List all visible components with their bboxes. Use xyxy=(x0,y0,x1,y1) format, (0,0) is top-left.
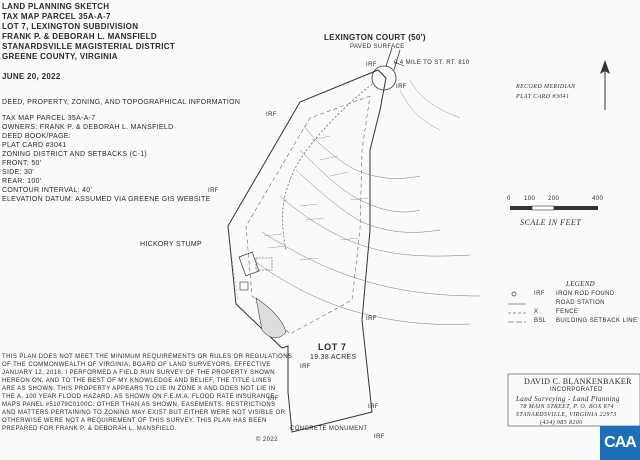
well-marker xyxy=(239,281,249,291)
legend-label: IRON ROD FOUND xyxy=(556,291,615,297)
contour-line xyxy=(303,125,421,179)
title-line: TAX MAP PARCEL 35A-A-7 xyxy=(2,12,111,21)
contour-line xyxy=(255,261,471,325)
contour-line xyxy=(261,231,481,297)
irf-label: IRF xyxy=(368,404,379,410)
legend-title: LEGEND xyxy=(566,280,596,288)
legend-symbol: BSL xyxy=(534,318,547,324)
cert-line: MAPS PANEL #51079C0100C. OTHER THAN AS S… xyxy=(2,402,276,408)
surveyor-city: STANARDSVILLE, VIRGINIA 22973 xyxy=(516,412,617,418)
surveyor-tagline: Land Surveying - Land Planning xyxy=(516,395,620,403)
copyright-label: © 2022 xyxy=(256,437,278,443)
cert-line: ARE AS SHOWN. THIS PROPERTY APPEARS TO L… xyxy=(2,386,276,392)
scale-tick: 0 xyxy=(507,196,511,202)
title-date: JUNE 20, 2022 xyxy=(2,72,61,81)
surveyor-box xyxy=(507,373,640,427)
irf-label: IRF xyxy=(266,112,277,118)
cert-line: AND MATTERS PERTAINING TO ZONING MAY EXI… xyxy=(2,410,286,416)
cert-line: PREPARED FOR FRANK P. & DEBORAH L. MANSF… xyxy=(2,426,177,432)
contour-line xyxy=(279,195,471,257)
title-line: FRANK P. & DEBORAH L. MANSFIELD xyxy=(2,32,157,41)
contour-line xyxy=(295,169,441,233)
cul-de-sac xyxy=(371,65,397,91)
info-line: FRONT: 50' xyxy=(2,160,42,167)
hickory-stump-label: HICKORY STUMP xyxy=(140,241,202,248)
info-heading: DEED, PROPERTY, ZONING, AND TOPOGRAPHICA… xyxy=(2,99,241,106)
legend-irf-symbol xyxy=(511,291,517,297)
irf-label: IRF xyxy=(366,316,377,322)
irf-label: IRF xyxy=(374,434,385,440)
legend-symbol: X xyxy=(534,309,539,315)
legend-label: ROAD STATION xyxy=(556,300,605,306)
proposed-dwelling xyxy=(238,251,260,277)
info-line: DEED BOOK/PAGE: xyxy=(2,133,71,140)
irf-label: IRF xyxy=(396,84,407,90)
info-line: TAX MAP PARCEL 35A-A-7 xyxy=(2,115,96,122)
concrete-monument-label: CONCRETE MONUMENT xyxy=(290,426,368,432)
contour-line xyxy=(409,79,461,119)
scale-tick: 400 xyxy=(592,196,604,202)
cert-line: JANUARY 12, 2016. I PERFORMED A FIELD RU… xyxy=(2,370,275,376)
proposed-building xyxy=(255,257,273,271)
property-boundary xyxy=(227,69,387,433)
north-arrow-icon xyxy=(600,60,610,110)
cert-line: HEREON ON, AND TO THE BEST OF MY KNOWLED… xyxy=(2,378,272,384)
road-distance-note: 0.4 MILE TO ST. RT. 810 xyxy=(394,60,470,66)
scale-label: SCALE IN FEET xyxy=(520,218,582,227)
scale-tick: 200 xyxy=(548,196,560,202)
contour-line xyxy=(399,89,441,131)
cert-line: THIS PLAN DOES NOT MEET THE MINIMUM REQU… xyxy=(2,354,293,360)
road-name: LEXINGTON COURT (50') xyxy=(324,33,426,42)
surveyor-phone: (434) 985 8200 xyxy=(540,420,583,426)
irf-label: IRF xyxy=(268,396,279,402)
irf-label: IRF xyxy=(300,364,311,370)
meridian-line2: PLAT CARD #3041 xyxy=(516,94,570,100)
title-line: LAND PLANNING SKETCH xyxy=(2,2,110,11)
info-line: OWNERS: FRANK P. & DEBORAH L. MANSFIELD xyxy=(2,124,174,131)
legend-label: FENCE xyxy=(556,309,579,315)
contour-line xyxy=(299,149,421,213)
scale-tick: 100 xyxy=(524,196,536,202)
setback-line xyxy=(245,95,371,335)
road-edge xyxy=(393,49,401,71)
info-line: ELEVATION DATUM: ASSUMED VIA GREENE GIS … xyxy=(2,196,211,203)
info-line: PLAT CARD #3041 xyxy=(2,142,67,149)
road-surface: PAVED SURFACE xyxy=(350,44,405,50)
cert-line: THE A, 100 YEAR FLOOD HAZARD, AS SHOWN O… xyxy=(2,394,275,400)
lot-label: LOT 7 xyxy=(318,342,347,352)
irf-label: IRF xyxy=(366,62,377,68)
info-line: CONTOUR INTERVAL: 40' xyxy=(2,187,93,194)
road-arrow xyxy=(393,61,405,67)
scale-bar xyxy=(510,205,598,211)
irf-label: IRF xyxy=(208,188,219,194)
acres-label: 19.38 ACRES xyxy=(310,354,357,361)
title-line: GREENE COUNTY, VIRGINIA xyxy=(2,52,118,61)
road-edge xyxy=(385,47,393,67)
cert-line: OTHERWISE WERE NOT A REQUIREMENT OF THIS… xyxy=(2,418,267,424)
info-line: REAR: 100' xyxy=(2,178,42,185)
brand-logo[interactable]: CAA xyxy=(600,426,640,460)
bearing-annotations xyxy=(263,135,369,261)
surveyor-name: DAVID C. BLANKENBAKER xyxy=(524,377,632,386)
drainfield-area xyxy=(255,297,287,339)
meridian-line1: RECORD MERIDIAN xyxy=(516,84,576,90)
cert-line: OF THE COMMONWEALTH OF VIRGINIA, BOARD O… xyxy=(2,362,271,368)
title-line: LOT 7, LEXINGTON SUBDIVISION xyxy=(2,22,139,31)
surveyor-address: 78 MAIN STREET, P. O. BOX 874 xyxy=(520,404,614,410)
title-line: STANARDSVILLE MAGISTERIAL DISTRICT xyxy=(2,42,176,51)
info-line: ZONING DISTRICT AND SETBACKS (C-1) xyxy=(2,151,148,158)
legend-label: BUILDING SETBACK LINE xyxy=(556,318,638,324)
surveyor-inc: INCORPORATED xyxy=(550,387,603,393)
info-line: SIDE: 30' xyxy=(2,169,35,176)
legend-symbol: IRF xyxy=(534,291,545,297)
